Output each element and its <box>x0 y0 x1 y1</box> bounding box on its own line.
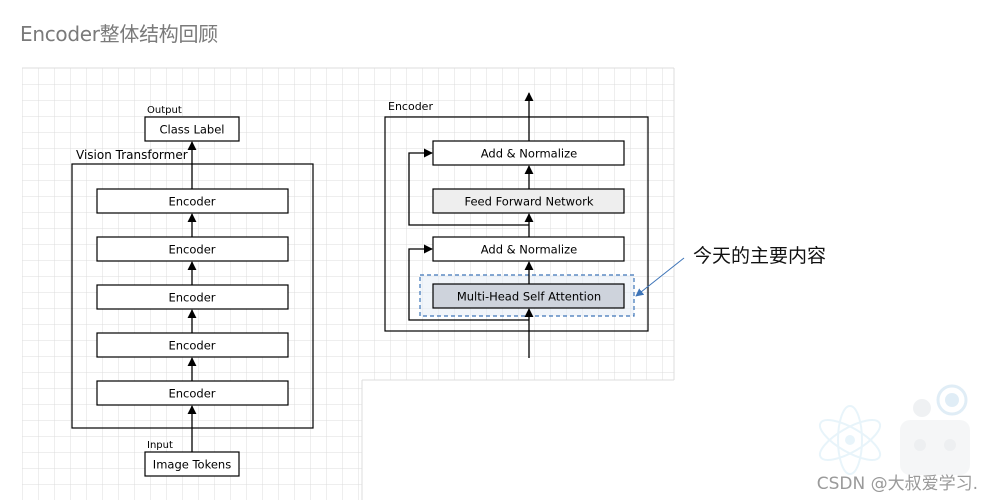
csdn-watermark: CSDN @大叔爱学习. <box>816 474 978 494</box>
encoder-box-4 <box>96 332 289 358</box>
grid-right <box>362 68 674 380</box>
feed-forward-text: Feed Forward Network <box>464 195 593 209</box>
encoder-box-2 <box>96 236 289 262</box>
add-normalize-top-box <box>432 140 625 166</box>
feed-forward-box <box>432 188 625 214</box>
encoder-container <box>384 116 649 332</box>
callout-arrow <box>635 257 685 297</box>
slide-title: Encoder整体结构回顾 <box>20 22 218 46</box>
encoder-container-label: Encoder <box>388 100 433 113</box>
encoder-text-5: Encoder <box>168 387 215 401</box>
vit-container-label: Vision Transformer <box>76 148 188 162</box>
mhsa-text: Multi-Head Self Attention <box>457 290 601 304</box>
callout-text: 今天的主要内容 <box>693 245 826 267</box>
encoder-arrows <box>408 92 534 358</box>
image-tokens-text: Image Tokens <box>153 458 231 472</box>
encoder-text-3: Encoder <box>168 291 215 305</box>
encoder-box-1 <box>96 188 289 214</box>
encoder-box-3 <box>96 284 289 310</box>
output-label: Output <box>147 105 182 116</box>
class-label-box <box>144 116 240 142</box>
add-normalize-top-text: Add & Normalize <box>481 147 577 161</box>
encoder-text-2: Encoder <box>168 243 215 257</box>
class-label-text: Class Label <box>160 123 225 137</box>
image-tokens-box <box>144 451 240 477</box>
robot-watermark-icon <box>818 384 970 475</box>
encoder-text-1: Encoder <box>168 195 215 209</box>
encoder-text-4: Encoder <box>168 339 215 353</box>
input-label: Input <box>147 440 173 451</box>
encoder-box-5 <box>96 380 289 406</box>
add-normalize-bottom-text: Add & Normalize <box>481 243 577 257</box>
